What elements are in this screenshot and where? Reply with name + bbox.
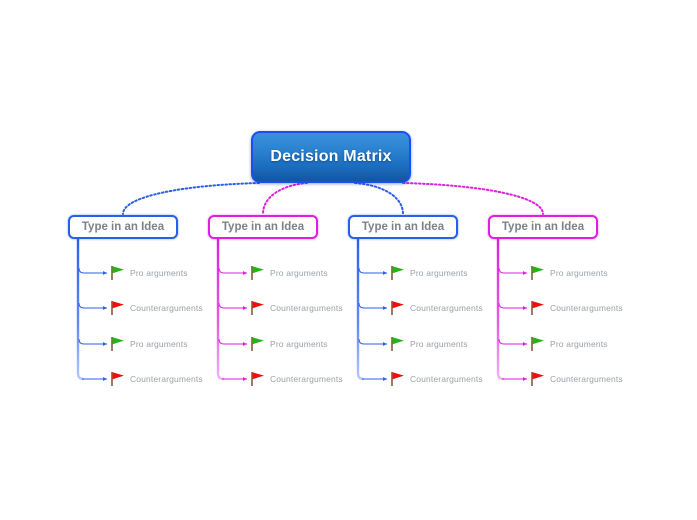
- leaf-item-label: Counterarguments: [130, 374, 203, 384]
- leaf-item-con[interactable]: Counterarguments: [110, 300, 203, 316]
- leaf-item-pro[interactable]: Pro arguments: [250, 336, 328, 352]
- green-flag-icon: [251, 266, 264, 280]
- leaf-item-label: Pro arguments: [270, 339, 328, 349]
- leaf-item-label: Pro arguments: [550, 339, 608, 349]
- red-flag-icon: [531, 372, 544, 386]
- idea-node-label: Type in an Idea: [81, 221, 165, 233]
- leaf-item-label: Counterarguments: [550, 303, 623, 313]
- green-flag-icon: [251, 337, 264, 351]
- root-node-label: Decision Matrix: [270, 148, 392, 165]
- leaf-item-label: Pro arguments: [130, 268, 188, 278]
- leaf-item-con[interactable]: Counterarguments: [110, 371, 203, 387]
- red-flag-icon: [111, 301, 124, 315]
- green-flag-icon: [391, 337, 404, 351]
- idea-node-label: Type in an Idea: [501, 221, 585, 233]
- leaf-item-con[interactable]: Counterarguments: [530, 300, 623, 316]
- red-flag-icon: [251, 301, 264, 315]
- green-flag-icon: [531, 266, 544, 280]
- root-node[interactable]: Decision Matrix: [251, 131, 411, 183]
- idea-node-label: Type in an Idea: [221, 221, 305, 233]
- leaf-item-con[interactable]: Counterarguments: [530, 371, 623, 387]
- leaf-item-label: Pro arguments: [270, 268, 328, 278]
- leaf-item-con[interactable]: Counterarguments: [250, 300, 343, 316]
- leaf-item-label: Pro arguments: [410, 268, 468, 278]
- idea-node-2[interactable]: Type in an Idea: [208, 215, 318, 239]
- leaf-item-pro[interactable]: Pro arguments: [390, 265, 468, 281]
- idea-node-3[interactable]: Type in an Idea: [348, 215, 458, 239]
- leaf-item-con[interactable]: Counterarguments: [390, 300, 483, 316]
- leaf-item-label: Counterarguments: [410, 374, 483, 384]
- leaf-item-pro[interactable]: Pro arguments: [530, 336, 608, 352]
- red-flag-icon: [251, 372, 264, 386]
- leaf-item-pro[interactable]: Pro arguments: [250, 265, 328, 281]
- red-flag-icon: [531, 301, 544, 315]
- leaf-item-pro[interactable]: Pro arguments: [530, 265, 608, 281]
- leaf-item-label: Pro arguments: [550, 268, 608, 278]
- red-flag-icon: [391, 372, 404, 386]
- leaf-item-con[interactable]: Counterarguments: [390, 371, 483, 387]
- leaf-item-label: Counterarguments: [270, 374, 343, 384]
- leaf-item-label: Pro arguments: [130, 339, 188, 349]
- red-flag-icon: [111, 372, 124, 386]
- green-flag-icon: [391, 266, 404, 280]
- idea-node-label: Type in an Idea: [361, 221, 445, 233]
- idea-node-4[interactable]: Type in an Idea: [488, 215, 598, 239]
- idea-node-1[interactable]: Type in an Idea: [68, 215, 178, 239]
- leaf-item-pro[interactable]: Pro arguments: [390, 336, 468, 352]
- green-flag-icon: [111, 337, 124, 351]
- green-flag-icon: [111, 266, 124, 280]
- leaf-item-con[interactable]: Counterarguments: [250, 371, 343, 387]
- red-flag-icon: [391, 301, 404, 315]
- leaf-item-label: Counterarguments: [410, 303, 483, 313]
- leaf-item-pro[interactable]: Pro arguments: [110, 336, 188, 352]
- leaf-item-pro[interactable]: Pro arguments: [110, 265, 188, 281]
- leaf-item-label: Counterarguments: [270, 303, 343, 313]
- leaf-item-label: Pro arguments: [410, 339, 468, 349]
- leaf-item-label: Counterarguments: [550, 374, 623, 384]
- leaf-item-label: Counterarguments: [130, 303, 203, 313]
- green-flag-icon: [531, 337, 544, 351]
